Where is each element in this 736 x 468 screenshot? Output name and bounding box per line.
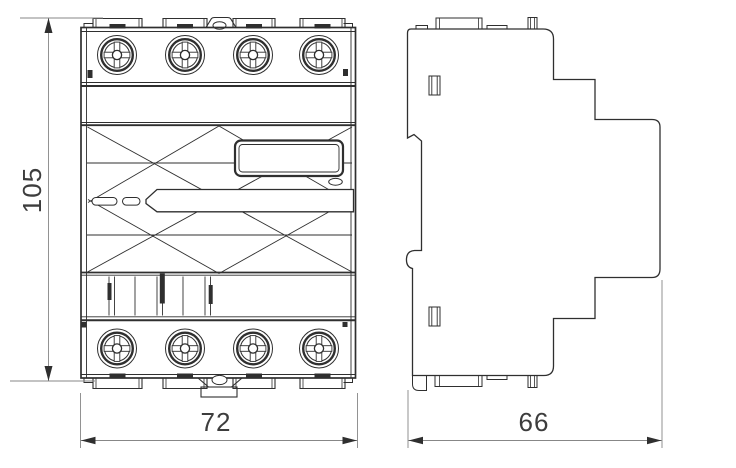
- arrowhead-right: [342, 436, 357, 445]
- terminal-slot-marks-top: [109, 24, 331, 29]
- extension-lines: [10, 17, 103, 382]
- height-dimension-label: 105: [17, 167, 47, 213]
- arrowhead-down: [44, 366, 53, 381]
- corner-clip-marks: [81, 69, 348, 328]
- extension-lines: [407, 280, 663, 448]
- din-foot-hook: [412, 375, 427, 391]
- arrowhead-left: [408, 436, 423, 445]
- terminal-slot-marks-bottom: [109, 373, 331, 378]
- bottom-terminal-tabs: [83, 373, 353, 398]
- side-view: [405, 17, 661, 391]
- handle-slots: [91, 197, 141, 206]
- arrowhead-left: [81, 436, 96, 445]
- clip-hole: [211, 374, 228, 386]
- arrowhead-right: [647, 436, 662, 445]
- top-terminal-tabs: [83, 16, 353, 30]
- width-dimension-label: 72: [201, 407, 232, 437]
- dimension-width: 72: [80, 393, 358, 448]
- dimension-height: 105: [10, 17, 103, 382]
- label-window: [233, 139, 345, 178]
- dimension-depth: 66: [407, 280, 663, 448]
- depth-dimension-label: 66: [519, 407, 550, 437]
- side-profile-outline: [405, 28, 661, 377]
- toggle-lever: [145, 188, 355, 213]
- front-view: [80, 16, 357, 398]
- din-rail-clip: [197, 374, 243, 398]
- latch-marks: [107, 273, 213, 304]
- lower-terminal-band: [107, 273, 213, 316]
- arrowhead-up: [44, 18, 53, 33]
- status-indicator-window: [328, 177, 343, 186]
- side-terminal-screw-slots: [428, 75, 441, 327]
- side-top-ribs: [415, 17, 538, 29]
- side-bottom-ribs: [412, 375, 538, 391]
- extension-lines: [80, 393, 358, 448]
